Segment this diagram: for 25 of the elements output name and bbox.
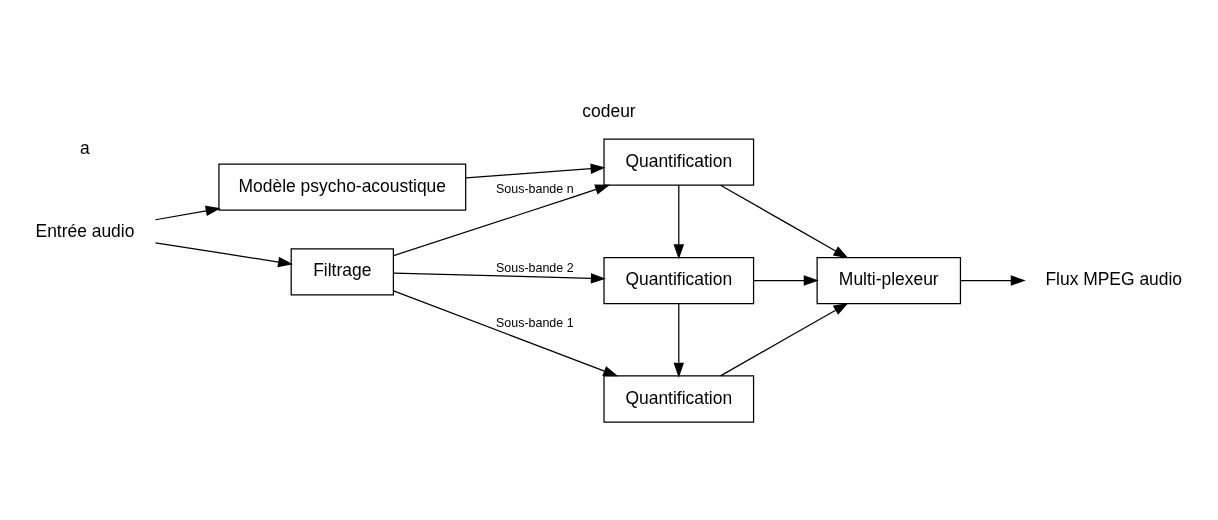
arrow — [465, 163, 606, 179]
arrow — [719, 184, 849, 259]
arrow — [719, 302, 849, 377]
label: a — [80, 138, 90, 159]
arrow — [392, 272, 606, 284]
arrow — [673, 184, 685, 260]
node-box: Filtrage — [290, 248, 395, 296]
edge-label: Sous-bande 1 — [496, 315, 574, 330]
edge-label: Sous-bande 2 — [496, 260, 574, 275]
node-box: Quantification — [603, 256, 755, 305]
node-box: Quantification — [603, 375, 755, 423]
node-text: Flux MPEG audio — [1045, 269, 1183, 290]
arrow — [392, 290, 619, 377]
arrow — [154, 205, 221, 221]
arrow — [673, 303, 685, 378]
node-text: Entrée audio — [35, 220, 135, 241]
arrow — [753, 275, 819, 286]
arrow — [960, 275, 1026, 286]
node-box: Multi-plexeur — [816, 256, 962, 305]
node-box: Modèle psycho-acoustique — [218, 163, 467, 211]
diagram-title: codeur — [582, 100, 636, 121]
node-box: Quantification — [603, 138, 755, 186]
arrow — [393, 184, 611, 257]
edge-label: Sous-bande n — [496, 182, 574, 197]
arrow — [154, 242, 293, 268]
